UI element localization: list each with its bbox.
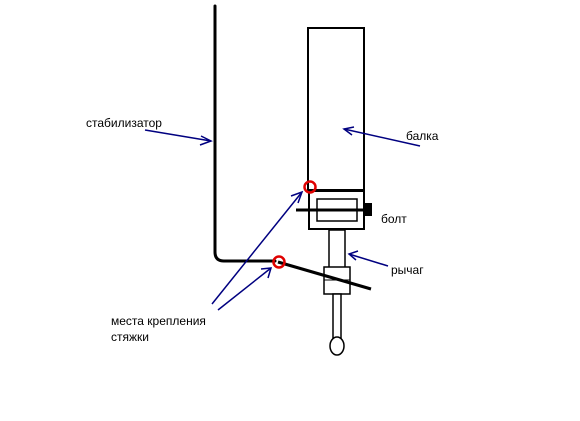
arrow-mount-lower: [217, 267, 273, 311]
lever-knob: [329, 336, 345, 356]
label-stabilizer: стабилизатор: [86, 116, 162, 130]
mount-point-upper: [303, 180, 317, 194]
label-mount-line1: места крепления: [111, 314, 206, 328]
label-beam: балка: [406, 129, 439, 143]
label-mount-line2: стяжки: [111, 330, 149, 345]
arrow-lever: [347, 250, 389, 267]
beam: [307, 27, 365, 191]
lever-upper-shaft: [328, 229, 346, 269]
tie-rod: [277, 260, 372, 291]
label-lever: рычаг: [391, 263, 424, 277]
label-bolt: болт: [381, 212, 407, 226]
arrow-mount-upper: [211, 190, 304, 305]
lever-lower-shaft: [332, 293, 342, 339]
arrow-beam: [342, 126, 421, 147]
label-mount-points: места крепления стяжки: [111, 313, 231, 345]
arrow-stabilizer: [144, 129, 213, 146]
mount-point-lower: [272, 255, 286, 269]
stabilizer-rod: [213, 4, 277, 263]
bolt-head: [364, 203, 372, 216]
